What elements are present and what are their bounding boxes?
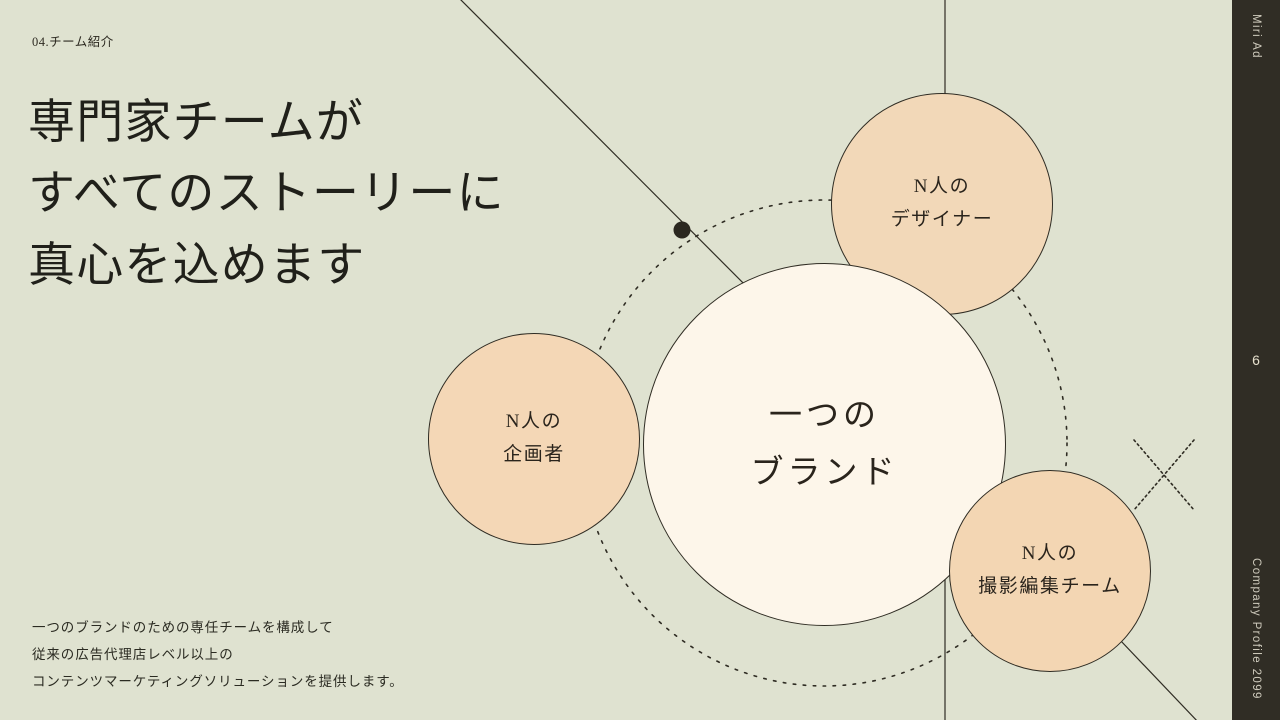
bubble-photo-line-2: 撮影編集チーム bbox=[978, 576, 1122, 597]
right-sidebar: Miri Ad 6 Company Profile 2099 bbox=[1232, 0, 1280, 720]
bubble-planner-line-1: N人の bbox=[505, 411, 563, 433]
description-line-1: 一つのブランドのための専任チームを構成して bbox=[32, 620, 334, 635]
sidebar-page-number: 6 bbox=[1252, 352, 1260, 368]
bubble-designer-line-2: デザイナー bbox=[890, 209, 994, 230]
bubble-center-line-2: ブランド bbox=[750, 454, 899, 491]
bubble-photo-line-1: N人の bbox=[1021, 543, 1079, 565]
headline-line-3: 真心を込めます bbox=[28, 239, 366, 292]
bubble-planner: N人の 企画者 bbox=[428, 333, 640, 545]
intersection-dot bbox=[673, 221, 691, 239]
description-line-2: 従来の広告代理店レベル以上の bbox=[32, 647, 234, 662]
diagonal-line-top bbox=[460, 0, 791, 331]
headline-line-1: 専門家チームが bbox=[28, 97, 364, 149]
cross-mark-icon bbox=[1133, 439, 1195, 511]
description-line-3: コンテンツマーケティングソリューションを提供します。 bbox=[32, 674, 404, 689]
description-text: 一つのブランドのための専任チームを構成して 従来の広告代理店レベル以上の コンテ… bbox=[32, 614, 404, 695]
sidebar-footer-label: Company Profile 2099 bbox=[1250, 558, 1262, 700]
section-label: 04.チーム紹介 bbox=[32, 35, 114, 49]
sidebar-brand: Miri Ad bbox=[1250, 14, 1262, 59]
bubble-center-line-1: 一つの bbox=[769, 397, 880, 434]
page-title: 専門家チームが すべてのストーリーに 真心を込めます bbox=[28, 88, 505, 302]
headline-line-2: すべてのストーリーに bbox=[28, 168, 505, 221]
bubble-photo-edit-team: N人の 撮影編集チーム bbox=[949, 470, 1151, 672]
bubble-designer-line-1: N人の bbox=[913, 176, 971, 198]
diagonal-line-bottom-right bbox=[1119, 639, 1198, 720]
bubble-planner-line-2: 企画者 bbox=[503, 444, 565, 465]
